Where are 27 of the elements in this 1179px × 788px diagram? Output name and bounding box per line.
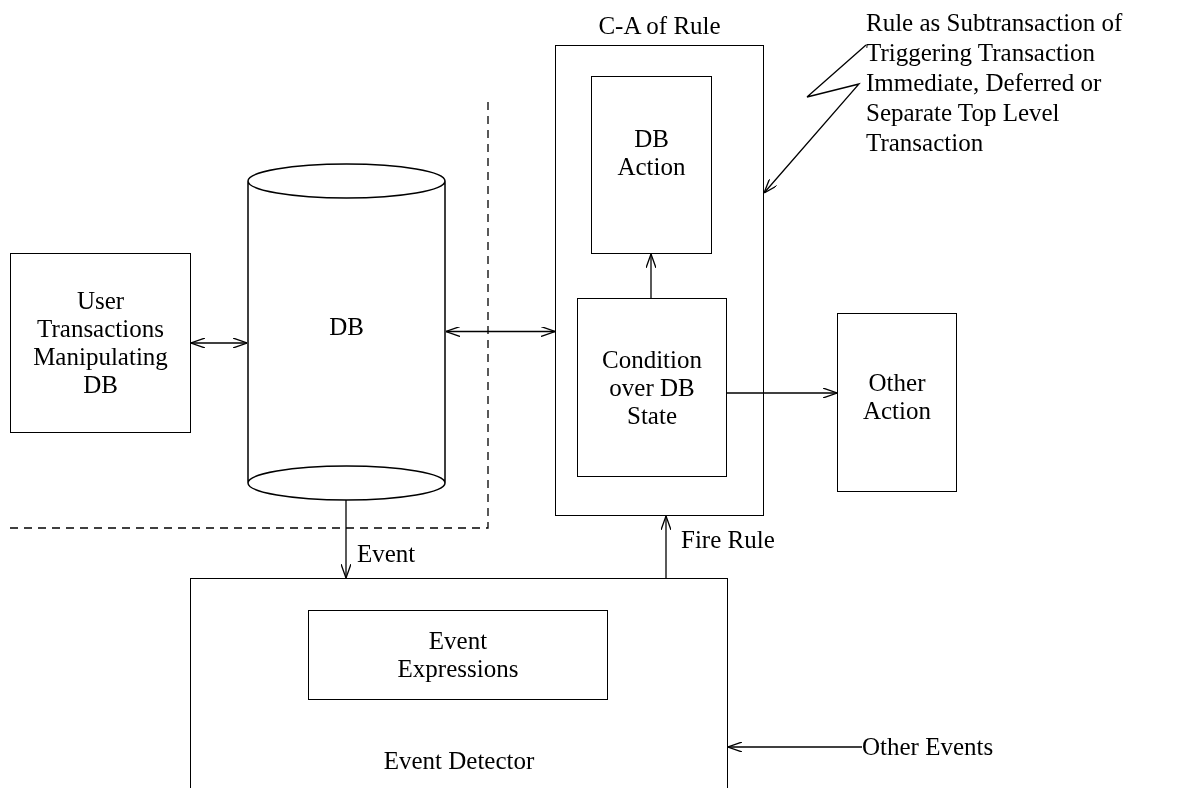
node-label: User Transactions Manipulating DB bbox=[32, 287, 169, 399]
arrow bbox=[340, 499, 352, 579]
expression-box bbox=[308, 610, 608, 700]
condition-box bbox=[577, 298, 727, 477]
arrow bbox=[645, 253, 657, 299]
database-cylinder bbox=[247, 163, 446, 501]
arrow bbox=[190, 337, 248, 349]
node-label: Event Expressions bbox=[396, 627, 520, 683]
action-box bbox=[837, 313, 957, 492]
action-box bbox=[591, 76, 712, 254]
detector-box bbox=[190, 578, 728, 788]
arrow bbox=[726, 387, 838, 399]
node-label: Rule as Subtransaction of Triggering Transaction Immediate, Deferred or Separate Top Level Transaction bbox=[866, 8, 1124, 158]
node-label: Event Detector bbox=[383, 747, 535, 775]
node-label: DB Action bbox=[616, 125, 687, 181]
arrow bbox=[727, 741, 863, 753]
node-label: Other Action bbox=[861, 369, 932, 425]
edge-label: Fire Rule bbox=[681, 527, 775, 552]
arrow bbox=[660, 515, 672, 579]
node-label: Other Events bbox=[862, 733, 994, 761]
node-label: DB bbox=[329, 313, 364, 341]
edge-label: Event bbox=[357, 541, 416, 566]
arrow bbox=[445, 325, 556, 338]
arrow bbox=[763, 44, 867, 194]
process-box bbox=[10, 253, 191, 433]
box-heading: C-A of Rule bbox=[598, 12, 721, 40]
node-label: Condition over DB State bbox=[601, 345, 703, 430]
